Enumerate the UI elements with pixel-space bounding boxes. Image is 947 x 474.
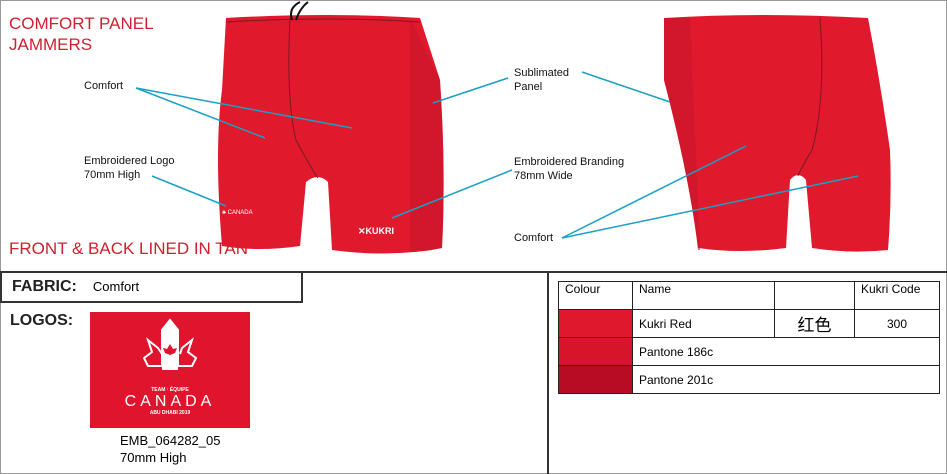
table-row: Pantone 186c (558, 337, 940, 366)
colour-table: Colour Name Kukri Code Kukri Red 红色 300 … (558, 281, 940, 394)
colour-swatch (558, 365, 633, 394)
colour-code: 300 (854, 309, 940, 338)
logo-top-text: TEAM · ÉQUIPE (151, 387, 189, 393)
lining-note: FRONT & BACK LINED IN TAN (9, 239, 248, 258)
callout-text: Sublimated (514, 67, 570, 79)
logo-code: EMB_064282_05 (120, 433, 221, 448)
colour-swatch (558, 337, 633, 366)
header-colour: Colour (558, 281, 633, 310)
left-panel (0, 272, 549, 474)
garment-illustration: ✕KUKRI ♣ CANADA (135, 1, 891, 254)
table-row: Kukri Red 红色 300 (558, 309, 940, 338)
fabric-value: Comfort (92, 279, 140, 294)
sublimated-panel (410, 18, 444, 252)
logos-label: LOGOS: (10, 312, 74, 329)
section-divider (0, 271, 947, 273)
callout-text: Embroidered Logo (84, 155, 175, 167)
logo-caption: EMB_064282_05 70mm High (120, 432, 220, 466)
callout-text: 70mm High (84, 169, 141, 181)
colour-name: Pantone 201c (632, 365, 940, 394)
logo-sub-text: ABU DHABI 2019 (149, 410, 191, 416)
colour-name: Kukri Red (632, 309, 775, 338)
front-shorts: ✕KUKRI ♣ CANADA (218, 1, 444, 254)
fabric-label: FABRIC: (12, 277, 77, 295)
fabric-box: FABRIC: Comfort (0, 272, 303, 303)
canada-logo-mark: ♣ CANADA (222, 210, 253, 216)
title-line-2: JAMMERS (9, 35, 93, 54)
callout-comfort-back: Comfort (514, 232, 554, 244)
table-header-row: Colour Name Kukri Code (558, 281, 940, 310)
back-shorts (664, 15, 891, 252)
header-blank (774, 281, 855, 310)
title-line-1: COMFORT PANEL (9, 14, 154, 33)
logo-main-text: CANADA (124, 393, 216, 410)
callout-text: 78mm Wide (514, 170, 573, 182)
maple-leaf-icon (142, 318, 198, 370)
callout-embroidered-logo: Embroidered Logo 70mm High (84, 154, 175, 182)
header-name: Name (632, 281, 775, 310)
header-code: Kukri Code (854, 281, 940, 310)
garment-title: COMFORT PANEL JAMMERS (9, 13, 154, 55)
callout-embroidered-branding: Embroidered Branding 78mm Wide (514, 155, 624, 183)
callout-text: Panel (514, 81, 543, 93)
kukri-mark: ✕KUKRI (358, 226, 394, 236)
table-row: Pantone 201c (558, 365, 940, 394)
colour-chinese-name: 红色 (774, 309, 855, 338)
callout-comfort-front: Comfort (84, 80, 124, 92)
colour-swatch (558, 309, 633, 338)
leader-lines (135, 71, 859, 239)
callout-text: Embroidered Branding (514, 156, 625, 168)
logo-size: 70mm High (120, 450, 187, 465)
colour-name: Pantone 186c (632, 337, 940, 366)
drawcord (290, 1, 309, 21)
canada-logo: TEAM · ÉQUIPE CANADA ABU DHABI 2019 (90, 312, 250, 428)
